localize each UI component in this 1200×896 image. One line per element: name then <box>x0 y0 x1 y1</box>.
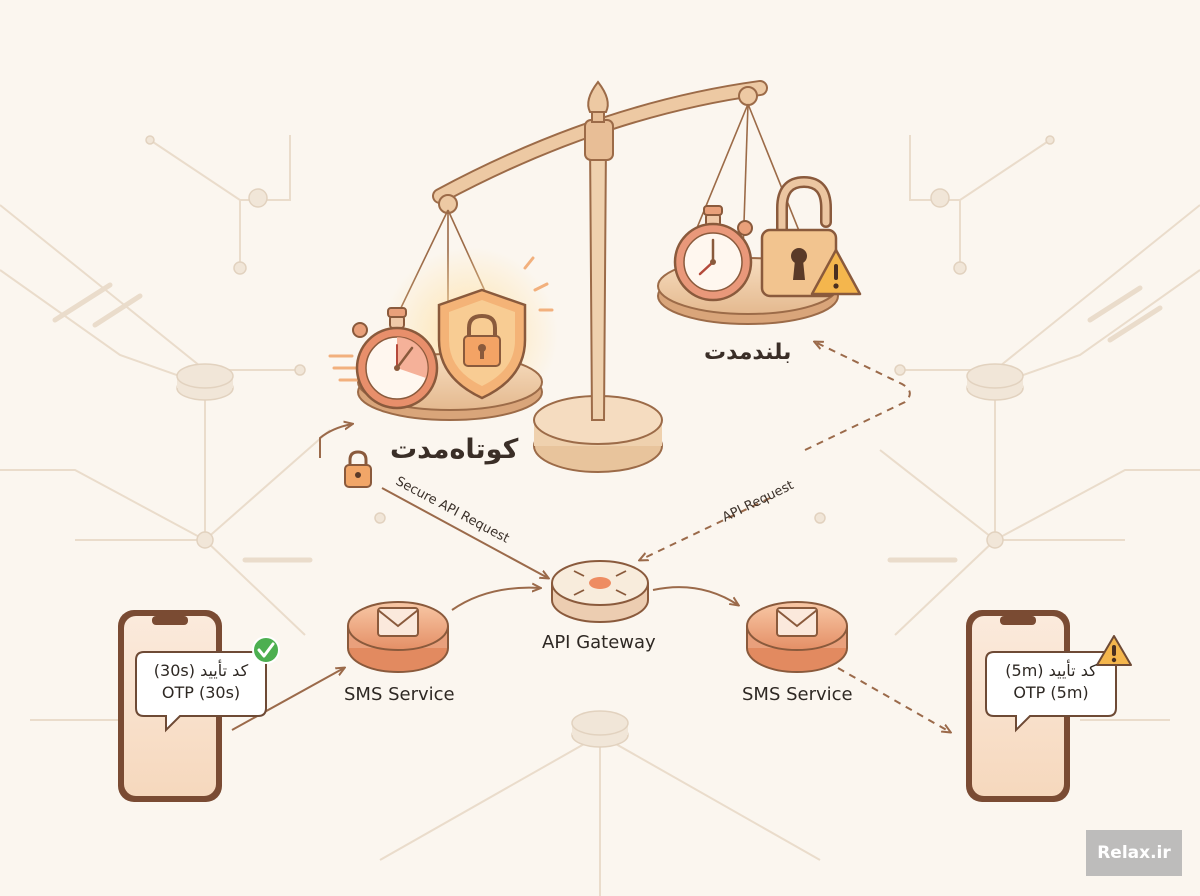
background-dashes <box>52 282 1163 563</box>
left-phone-line1: کد تأیید (30s) <box>153 661 249 680</box>
watermark: Relax.ir <box>1086 830 1182 876</box>
router-icon <box>551 560 649 623</box>
short-term-label: کوتاه‌مدت <box>390 434 519 465</box>
right-phone-message: کد تأیید (5m) OTP (5m) <box>986 660 1116 704</box>
sms-service-left-label: SMS Service <box>344 684 455 705</box>
background-nodes <box>145 135 1055 748</box>
stopwatch-icon <box>352 307 439 410</box>
warning-icon <box>810 248 862 296</box>
left-phone-line2: OTP (30s) <box>161 683 241 702</box>
right-phone-line1: کد تأیید (5m) <box>1005 661 1097 680</box>
background-network <box>0 135 1200 896</box>
sms-service-left-disc <box>347 601 449 673</box>
warning-icon <box>1096 635 1132 666</box>
api-gateway-label: API Gateway <box>542 632 656 653</box>
envelope-icon <box>377 607 419 637</box>
right-phone-line2: OTP (5m) <box>1013 683 1089 702</box>
long-term-label: بلندمدت <box>704 340 792 365</box>
small-lock-icon <box>344 450 372 488</box>
balance-scale <box>371 80 819 473</box>
left-phone-message: کد تأیید (30s) OTP (30s) <box>136 660 266 704</box>
sms-service-right-disc <box>746 601 848 673</box>
shield-lock-icon <box>437 288 527 400</box>
envelope-icon <box>776 607 818 637</box>
check-badge-icon <box>252 636 280 664</box>
stopwatch-icon <box>673 205 753 302</box>
sms-service-right-label: SMS Service <box>742 684 853 705</box>
connector-arrows <box>231 342 950 732</box>
